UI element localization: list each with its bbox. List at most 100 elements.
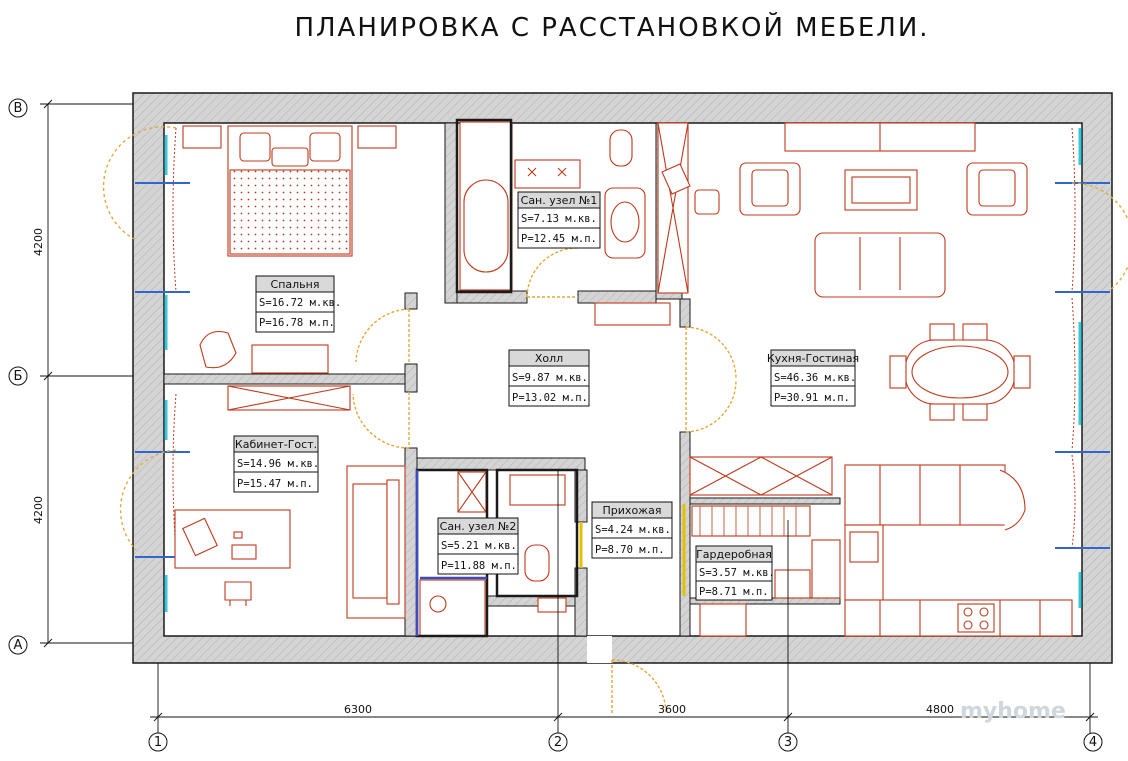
room-name: Холл — [535, 352, 563, 365]
room-perimeter: P=15.47 м.п. — [237, 478, 313, 490]
room-label-bath1: Сан. узел №1 S=7.13 м.кв. P=12.45 м.п. — [517, 191, 601, 249]
wall-bedroom-east — [444, 122, 458, 304]
room-perimeter: P=13.02 м.п. — [512, 392, 588, 404]
wall-entry-gap — [587, 636, 612, 663]
door-living — [685, 326, 737, 433]
bath1-shower-x — [527, 167, 567, 177]
door-bedroom — [355, 308, 410, 364]
room-perimeter: P=12.45 м.п. — [521, 233, 597, 245]
study-sofa-seat — [352, 483, 388, 599]
bath1-sink-bowl — [610, 201, 640, 243]
hall-laptop — [661, 163, 691, 195]
wall-hall-west-mid — [404, 363, 418, 393]
wardrobe-rack — [691, 505, 811, 537]
axis-row-b — [8, 366, 28, 386]
axis-col-4 — [1083, 732, 1103, 752]
room-labels: Спальня S=16.72 м.кв. P=16.78 м.п. Сан. … — [233, 191, 859, 601]
axis-row-v-label: В — [14, 101, 23, 116]
dim-h-2: 3600 — [658, 703, 686, 716]
sofa — [814, 232, 946, 298]
pillow-1 — [239, 132, 271, 162]
dining-chair-1 — [929, 323, 955, 341]
study-phone — [231, 544, 257, 560]
room-perimeter: P=11.88 м.п. — [441, 560, 517, 572]
furniture — [174, 121, 1073, 637]
dining-chair-6 — [1013, 355, 1031, 389]
study-mug — [233, 531, 243, 539]
room-label-bath2: Сан. узел №2 S=5.21 м.кв. P=11.88 м.п. — [437, 517, 519, 575]
wall-hall-west-bot — [404, 447, 418, 637]
pillow-2 — [271, 147, 309, 167]
axis-col-3 — [778, 732, 798, 752]
door-outer-living — [1071, 182, 1128, 291]
wardrobe-unit — [774, 569, 811, 599]
axis-row-a-label: А — [14, 638, 23, 653]
wall-kitchen-west-a — [679, 298, 691, 328]
wall-hall-west-top — [404, 292, 418, 310]
room-area: S=4.24 м.кв. — [595, 524, 671, 536]
wall-wardrobe-north — [689, 497, 841, 505]
room-label-wardrobe: Гардеробная S=3.57 м.кв. P=8.71 м.п. — [695, 545, 775, 601]
room-name: Гардеробная — [696, 548, 772, 561]
windows — [164, 128, 1082, 612]
room-name: Сан. узел №2 — [440, 520, 517, 533]
study-laptop — [182, 517, 218, 557]
bath1-toilet — [609, 129, 633, 167]
wall-bedroom-south — [163, 373, 410, 385]
dim-h-3: 4800 — [926, 703, 954, 716]
bed-blanket — [229, 169, 351, 255]
room-name: Прихожая — [603, 504, 662, 517]
room-label-entry: Прихожая S=4.24 м.кв. P=8.70 м.п. — [591, 501, 673, 559]
bath2-sink — [509, 474, 566, 506]
window-reveals — [135, 182, 1110, 558]
kitchen-sink — [849, 531, 879, 563]
axis-col-2-label: 2 — [554, 735, 562, 750]
bedroom-dresser — [251, 344, 329, 374]
room-label-bedroom: Спальня S=16.72 м.кв. P=16.78 м.п. — [255, 275, 341, 333]
room-area: S=9.87 м.кв. — [512, 372, 588, 384]
room-area: S=46.36 м.кв. — [774, 372, 856, 384]
room-name: Сан. узел №1 — [521, 194, 598, 207]
axis-col-2 — [548, 732, 568, 752]
door-outer-bedroom — [102, 125, 177, 241]
kitchen-bar-stool — [999, 469, 1026, 531]
cooktop — [957, 603, 995, 633]
nightstand-left — [182, 125, 222, 149]
dim-v-2: 4200 — [32, 496, 45, 524]
door-outer-study — [119, 449, 177, 551]
bath2-shower — [419, 579, 486, 637]
axis-row-v — [8, 98, 28, 118]
axis-labels: В Б А 1 2 3 4 — [14, 101, 1098, 750]
nightstand-right — [357, 125, 397, 149]
room-label-hall: Холл S=9.87 м.кв. P=13.02 м.п. — [508, 349, 590, 407]
room-name: Кабинет-Гост. — [235, 438, 317, 451]
axis-row-b-label: Б — [14, 369, 23, 384]
room-perimeter: P=30.91 м.п. — [774, 392, 850, 404]
wardrobe-unit-right — [811, 539, 841, 599]
entry-shoe-cabinet — [699, 603, 747, 637]
bedroom-armchair — [199, 330, 237, 369]
room-perimeter: P=16.78 м.п. — [259, 317, 335, 329]
room-label-kitchen-living: Кухня-Гостиная S=46.36 м.кв. P=30.91 м.п… — [767, 349, 859, 407]
plan-title: ПЛАНИРОВКА С РАССТАНОВКОЙ МЕБЕЛИ. — [294, 11, 929, 43]
axis-row-a — [8, 635, 28, 655]
room-name: Спальня — [271, 278, 320, 291]
room-area: S=7.13 м.кв. — [521, 213, 597, 225]
wall-bath1-south-b — [577, 290, 657, 304]
curtains — [172, 127, 1076, 553]
axis-col-1-label: 1 — [154, 735, 162, 750]
pillow-3 — [309, 132, 341, 162]
door-entry — [611, 659, 667, 715]
room-label-study: Кабинет-Гост. S=14.96 м.кв. P=15.47 м.п. — [233, 435, 319, 493]
dining-chair-5 — [889, 355, 907, 389]
axis-col-4-label: 4 — [1089, 735, 1097, 750]
room-area: S=3.57 м.кв. — [699, 567, 775, 579]
dining-chair-3 — [929, 403, 955, 421]
kitchen-counter-top — [844, 464, 1006, 526]
bath1-shower-box — [514, 159, 581, 189]
door-study — [352, 392, 410, 449]
room-perimeter: P=8.70 м.п. — [595, 544, 665, 556]
room-name: Кухня-Гостиная — [767, 352, 859, 365]
dimension-lines — [40, 99, 1098, 735]
